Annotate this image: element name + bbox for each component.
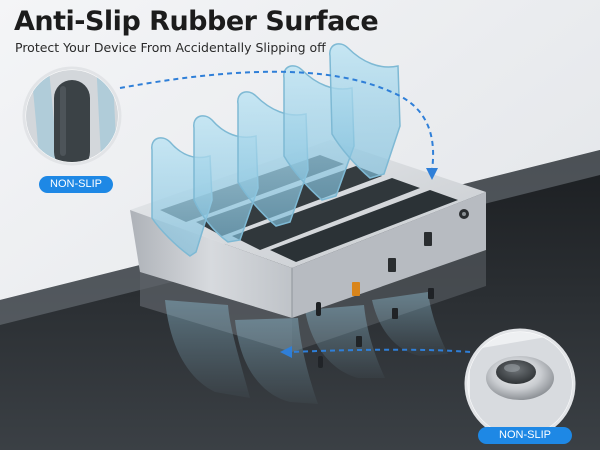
usb-c-port xyxy=(316,302,321,316)
rubber-strip xyxy=(54,80,90,162)
dashed-arrow-bottom xyxy=(289,348,471,353)
arrowhead xyxy=(426,168,438,180)
base-top xyxy=(130,140,486,268)
rubber-mat xyxy=(270,190,458,262)
base-side xyxy=(292,192,486,318)
non-slip-badge-left: NON-SLIP xyxy=(39,176,113,193)
station-reflection xyxy=(140,250,486,404)
usb-port xyxy=(424,232,432,246)
callout-arrows xyxy=(119,70,471,353)
acrylic-dividers xyxy=(151,43,401,257)
usb-port xyxy=(388,258,396,272)
rubber-mat xyxy=(232,178,420,250)
headline: Anti-Slip Rubber Surface xyxy=(14,6,379,37)
subheadline: Protect Your Device From Accidentally Sl… xyxy=(15,40,326,55)
quick-charge-port xyxy=(352,282,360,296)
zoom-circle-right xyxy=(464,328,576,440)
dashed-arrow-top xyxy=(119,70,435,171)
non-slip-badge-right: NON-SLIP xyxy=(478,427,572,444)
zoom-circle-left xyxy=(22,66,122,166)
arrowhead xyxy=(280,346,292,358)
